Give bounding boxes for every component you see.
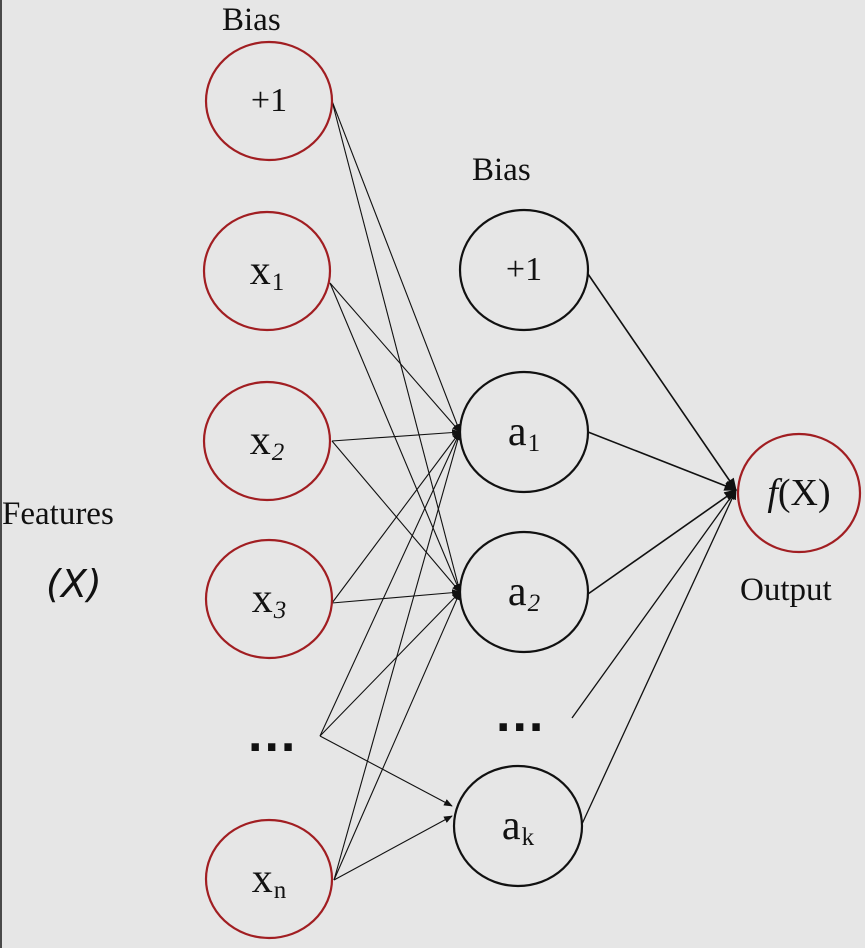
edge-xn-a1	[333, 431, 462, 881]
output-func-arg: (X)	[777, 472, 831, 514]
edge-x2-a1	[331, 429, 461, 442]
connection-edges	[319, 100, 738, 881]
input-node-x2-symbol: x	[249, 418, 271, 464]
edge-bias-a2	[331, 100, 462, 593]
hidden-node-a1-symbol: a	[507, 409, 527, 455]
features-symbol: (X)	[46, 562, 102, 606]
input-node-x1-symbol: x	[249, 248, 271, 294]
edge-hbias-output	[587, 273, 737, 492]
output-func-symbol: f	[767, 472, 778, 514]
edge-dots-a1	[319, 431, 461, 737]
input-circle-xn	[204, 818, 334, 940]
input-node-xn-symbol: x	[251, 856, 273, 902]
hidden-node-a2-subscript: 2	[527, 590, 541, 617]
frame-border	[0, 0, 2, 948]
edge-hdots-output	[571, 489, 737, 719]
edge-xn-ak	[333, 815, 453, 881]
output-circle	[736, 432, 862, 554]
input-circle-bias	[204, 40, 334, 162]
output-node-label: f(X)	[767, 471, 830, 515]
input-node-xn-subscript: n	[273, 877, 287, 904]
input-ellipsis: ...	[248, 705, 298, 763]
hidden-circle-a2	[458, 530, 590, 654]
input-circle-x2	[202, 380, 332, 502]
hidden-node-bias-value: +1	[505, 251, 543, 288]
input-node-bias: +1	[206, 42, 332, 160]
edge-x1-a1	[329, 282, 461, 433]
edge-x2-a2	[331, 440, 461, 593]
input-node-x3-subscript: 3	[273, 597, 287, 624]
hidden-circle-bias	[458, 208, 590, 332]
edge-ak-output	[581, 489, 737, 825]
edge-bias-a1	[331, 100, 461, 433]
node-circles	[202, 40, 862, 940]
input-node-x3-symbol: x	[251, 576, 273, 622]
edge-x1-a2	[329, 282, 461, 593]
edge-x3-a1	[331, 431, 461, 604]
hidden-node-a1-subscript: 1	[527, 430, 541, 457]
input-circle-x1	[202, 210, 332, 332]
edge-dots-a2	[319, 591, 461, 737]
hidden-node-ak-subscript: k	[521, 824, 535, 851]
hidden-circle-a1	[458, 370, 590, 494]
edge-xn-a2	[333, 591, 461, 881]
hidden-circle-ak	[452, 764, 584, 888]
input-bias-label: Bias	[222, 2, 281, 38]
input-node-bias-value: +1	[250, 82, 288, 119]
hidden-node-a2-symbol: a	[507, 569, 527, 615]
output-label: Output	[740, 572, 832, 608]
edge-dots-ak	[319, 735, 453, 807]
output-node: f(X)	[738, 434, 860, 552]
edge-x3-a2	[331, 589, 461, 604]
edge-a2-output	[587, 489, 738, 595]
input-circle-x3	[204, 538, 334, 660]
edge-a1-output	[587, 431, 738, 491]
input-node-x2-subscript: 2	[271, 439, 285, 466]
hidden-node-ak-symbol: a	[501, 803, 521, 849]
hidden-bias-label: Bias	[472, 152, 531, 188]
features-label: Features	[2, 496, 114, 532]
hidden-node-bias: +1	[460, 210, 588, 330]
hidden-ellipsis: ...	[496, 685, 546, 743]
input-node-x1-subscript: 1	[271, 269, 285, 296]
